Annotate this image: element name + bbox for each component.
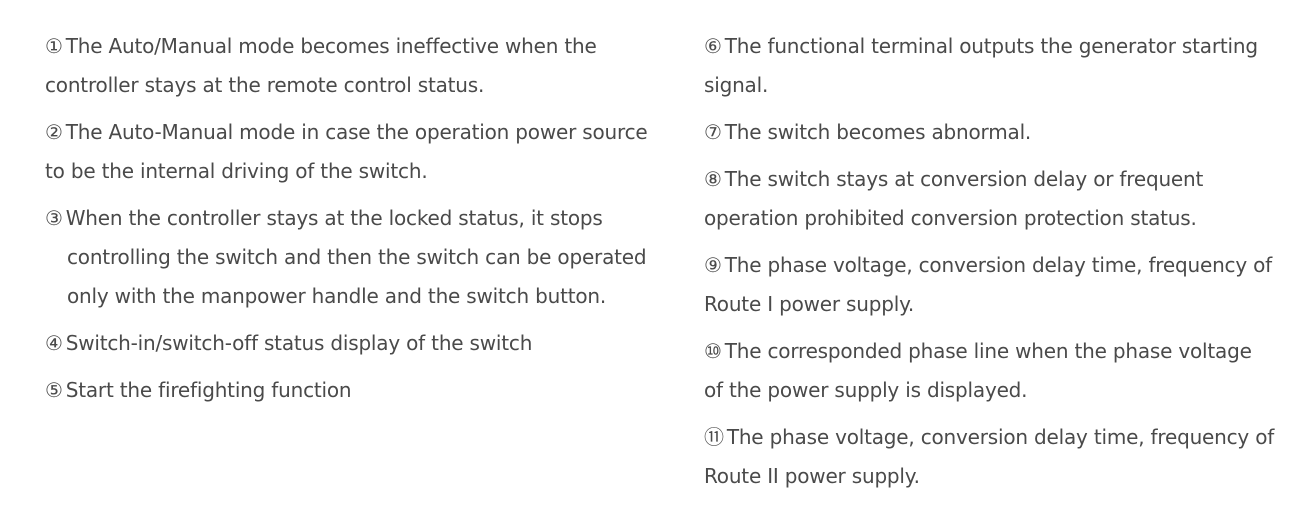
- item-text: The corresponded phase line when the pha…: [704, 339, 1252, 402]
- item-text: The switch stays at conversion delay or …: [704, 167, 1204, 230]
- item-number: ⑥: [704, 34, 722, 58]
- item-text: Switch-in/switch-off status display of t…: [65, 331, 533, 355]
- item-text: The switch becomes abnormal.: [724, 120, 1032, 144]
- item-text: When the controller stays at the locked …: [65, 206, 647, 308]
- item-text: Start the firefighting function: [65, 378, 352, 402]
- item-text: The functional terminal outputs the gene…: [704, 34, 1258, 97]
- item-number: ⑦: [704, 120, 722, 144]
- item-number: ⑩: [704, 339, 722, 363]
- item-number: ③: [45, 206, 63, 230]
- item-number: ④: [45, 331, 63, 355]
- item-number: ⑤: [45, 378, 63, 402]
- item-text: The phase voltage, conversion delay time…: [704, 425, 1275, 488]
- item-number: ⑧: [704, 167, 722, 191]
- item-number: ⑨: [704, 253, 722, 277]
- item-number: ⑪: [704, 425, 724, 449]
- item-number: ①: [45, 34, 63, 58]
- item-text: The Auto/Manual mode becomes ineffective…: [45, 34, 597, 97]
- item-text: The phase voltage, conversion delay time…: [704, 253, 1273, 316]
- item-number: ②: [45, 120, 63, 144]
- item-text: The Auto-Manual mode in case the operati…: [45, 120, 648, 183]
